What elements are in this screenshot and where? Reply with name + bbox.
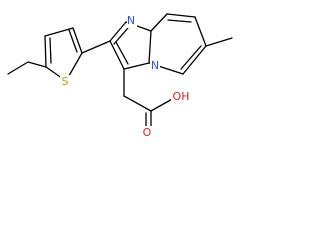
bond-pyr-c6-c5 [182, 45, 207, 75]
bond-thiophene-c3-c4 [44, 27, 74, 37]
bond-pyr-c8-c7-double [167, 19, 192, 23]
bond-imid-c2-n1-double [113, 27, 129, 45]
bond-imid-c2-n1 [109, 21, 127, 42]
bond-methyl [205, 37, 233, 47]
bond-thiophene-c2-c3-double [68, 29, 78, 53]
bond-ethyl-ch2 [27, 61, 47, 68]
chemical-structure: N N S O OH [7, 13, 233, 139]
bond-pyr-c6-c5-double [180, 45, 202, 70]
bond-lines [7, 13, 233, 133]
bond-imid-c3-c2 [109, 40, 125, 70]
atom-labels: N N S O OH [60, 14, 189, 139]
bond-pyr-c8a-c8 [150, 13, 168, 32]
bond-ethyl-ch3 [7, 61, 29, 75]
bond-c-oh [150, 97, 175, 112]
bond-thiophene-c4-c5 [44, 35, 47, 68]
bond-thiophene-c2-c3 [72, 27, 83, 54]
bond-imid-c8a-n4 [148, 30, 152, 64]
bond-ch2-cooh [123, 95, 152, 112]
atom-s-thiophene: S [62, 75, 69, 88]
bond-pyr-c8-c7 [166, 13, 196, 18]
bond-imid-n4-c3 [123, 62, 150, 70]
atom-oh-acid: OH [173, 90, 190, 103]
atom-n-imine: N [127, 14, 135, 27]
atom-n-bridge: N [151, 59, 159, 72]
bond-thienyl-link [81, 40, 111, 54]
bond-thiophene-c4-c5-double [49, 37, 52, 64]
atom-o-carbonyl: O [143, 126, 152, 139]
bond-imid-c3-c2-double [115, 41, 129, 65]
bond-pyr-c7-c6 [194, 16, 207, 47]
